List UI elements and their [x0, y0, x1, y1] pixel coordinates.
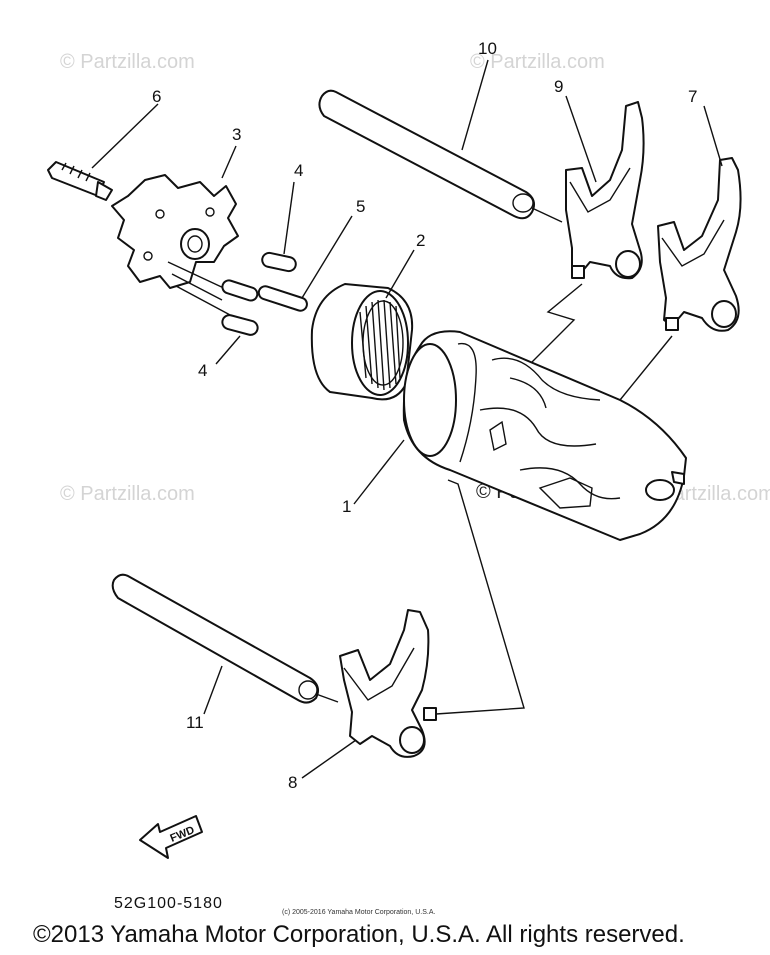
part-4-pin-lower — [221, 314, 259, 336]
part-3-cam-segment — [111, 174, 239, 289]
small-copyright: (c) 2005-2016 Yamaha Motor Corporation, … — [282, 909, 435, 916]
part-1-shift-drum — [402, 330, 687, 541]
part-9-shift-fork — [565, 101, 645, 280]
callout-10: 10 — [478, 39, 497, 58]
leader-line — [435, 479, 525, 715]
watermark: © Partzilla.com — [60, 51, 195, 73]
part-11-fork-shaft — [111, 573, 339, 704]
callout-6: 6 — [152, 87, 161, 106]
watermark: © Partzilla.com — [60, 483, 195, 505]
footer-copyright: ©2013 Yamaha Motor Corporation, U.S.A. A… — [33, 921, 685, 948]
part-4-pin-upper — [261, 251, 297, 273]
fwd-arrow-icon: FWD — [139, 815, 203, 859]
watermark: © Partzilla.com — [470, 51, 605, 73]
callout-2: 2 — [416, 231, 425, 250]
callout-4: 4 — [198, 361, 207, 380]
callout-7: 7 — [688, 87, 697, 106]
callout-5: 5 — [356, 197, 365, 216]
callout-3: 3 — [232, 125, 241, 144]
part-5-pin — [221, 279, 308, 312]
callout-8: 8 — [288, 773, 297, 792]
callout-lines — [91, 59, 723, 779]
leader-line — [619, 335, 673, 401]
diagram-part-number: 52G100-5180 — [114, 895, 223, 912]
part-6-bolt — [47, 161, 113, 201]
leader-line — [531, 283, 583, 363]
guide-lines — [167, 261, 233, 317]
part-8-shift-fork — [339, 609, 437, 758]
part-2-bearing — [310, 283, 414, 401]
callout-9: 9 — [554, 77, 563, 96]
callout-1: 1 — [342, 497, 351, 516]
part-10-fork-shaft — [318, 89, 563, 223]
callout-4: 4 — [294, 161, 303, 180]
callout-11: 11 — [186, 713, 204, 732]
part-7-shift-fork — [657, 157, 742, 332]
